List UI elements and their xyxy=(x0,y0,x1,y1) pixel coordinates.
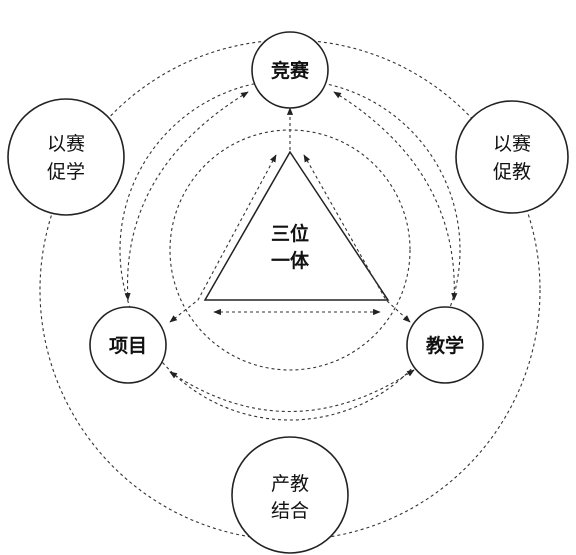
label-teaching: 教学 xyxy=(426,334,464,357)
label-promote-teaching-line2: 促教 xyxy=(493,161,531,183)
node-promote-teaching xyxy=(455,100,569,214)
node-industry-education xyxy=(231,436,349,554)
arrow-competition-project xyxy=(124,91,249,301)
label-promote-learning-line2: 促学 xyxy=(47,161,85,183)
label-promote-teaching-line1: 以赛 xyxy=(493,133,531,155)
node-teaching xyxy=(406,306,484,384)
arrow-triangle-project xyxy=(169,154,277,323)
label-industry-education-line1: 产教 xyxy=(271,473,309,495)
node-competition xyxy=(251,31,329,109)
arrow-triangle-teaching xyxy=(303,154,411,323)
label-industry-education-line2: 结合 xyxy=(271,500,309,522)
label-project: 项目 xyxy=(109,335,147,357)
arrow-competition-teaching xyxy=(333,91,458,301)
node-project xyxy=(89,306,167,384)
node-promote-learning xyxy=(7,98,125,216)
label-trinity-line2: 一体 xyxy=(271,249,310,272)
label-promote-learning-line1: 以赛 xyxy=(47,133,85,155)
arrow-project-teaching xyxy=(169,369,415,412)
label-trinity-line1: 三位 xyxy=(271,222,309,245)
label-competition: 竞赛 xyxy=(271,59,310,82)
